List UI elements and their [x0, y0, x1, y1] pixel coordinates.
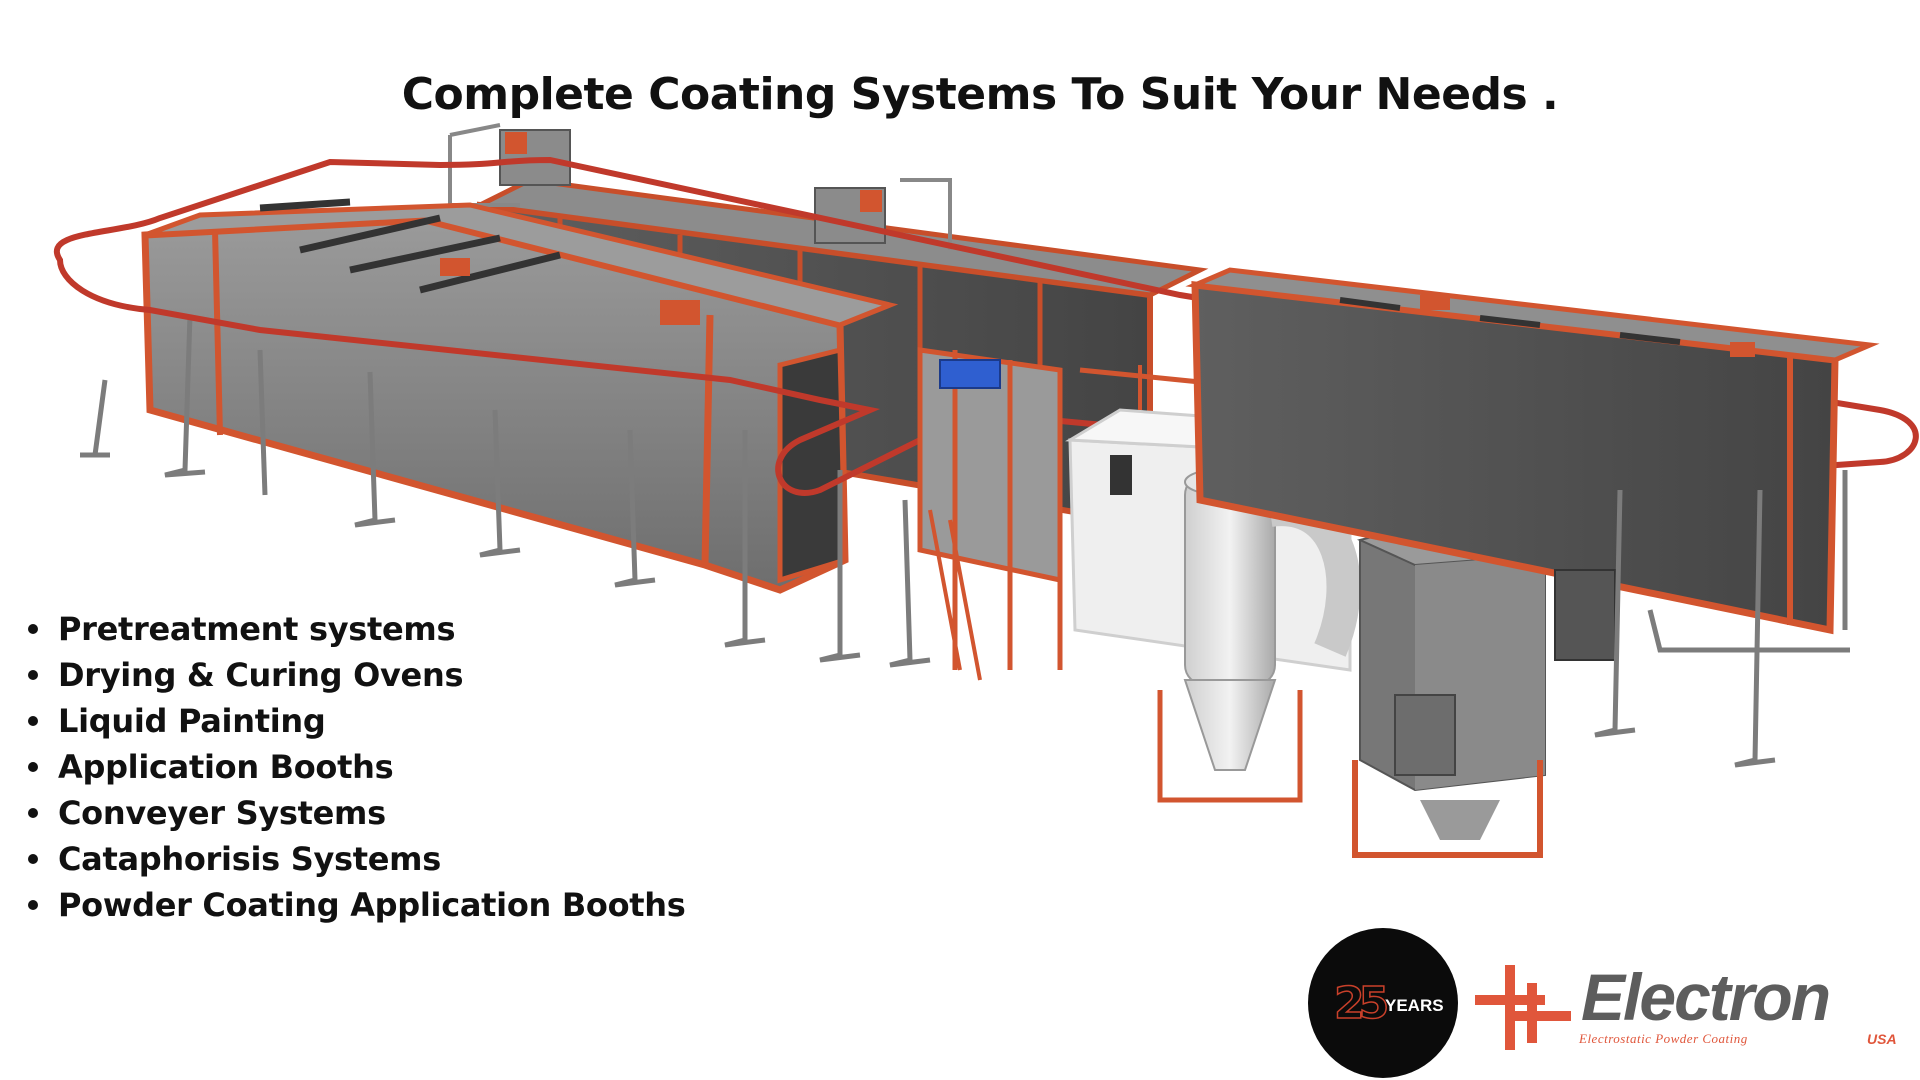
bullet-icon — [28, 854, 38, 864]
badge-number: 25 — [1333, 977, 1390, 1030]
support-legs-left — [80, 314, 931, 668]
brand-suffix: USA — [1867, 1031, 1897, 1047]
right-oven — [1185, 267, 1880, 661]
support-legs-right — [1594, 470, 1850, 768]
roof-fan-right — [814, 178, 952, 250]
anniversary-badge: 25 YEARS — [1308, 928, 1458, 1078]
bullet-icon — [28, 670, 38, 680]
list-item: Liquid Painting — [25, 698, 686, 744]
list-item: Application Booths — [25, 744, 686, 790]
list-item: Cataphorisis Systems — [25, 836, 686, 882]
pretreatment-tower — [917, 347, 1063, 681]
left-oven — [141, 198, 899, 594]
bullet-icon — [28, 808, 38, 818]
list-item: Powder Coating Application Booths — [25, 882, 686, 928]
bullet-icon — [28, 900, 38, 910]
list-item: Pretreatment systems — [25, 606, 686, 652]
brand-name: Electron — [1581, 960, 1831, 1034]
bullet-icon — [28, 716, 38, 726]
coating-system-illustration — [54, 123, 1919, 858]
bullet-icon — [28, 624, 38, 634]
plus-cross-icon — [1475, 965, 1571, 1050]
list-item: Drying & Curing Ovens — [25, 652, 686, 698]
bullet-icon — [28, 762, 38, 772]
badge-word: YEARS — [1385, 996, 1444, 1015]
page-title: Complete Coating Systems To Suit Your Ne… — [401, 69, 1559, 121]
electron-logo: Electron Electrostatic Powder Coating US… — [1475, 960, 1897, 1050]
feature-list: Pretreatment systems Drying & Curing Ove… — [25, 606, 686, 928]
brand-tagline: Electrostatic Powder Coating — [1579, 1031, 1748, 1046]
list-item: Conveyer Systems — [25, 790, 686, 836]
